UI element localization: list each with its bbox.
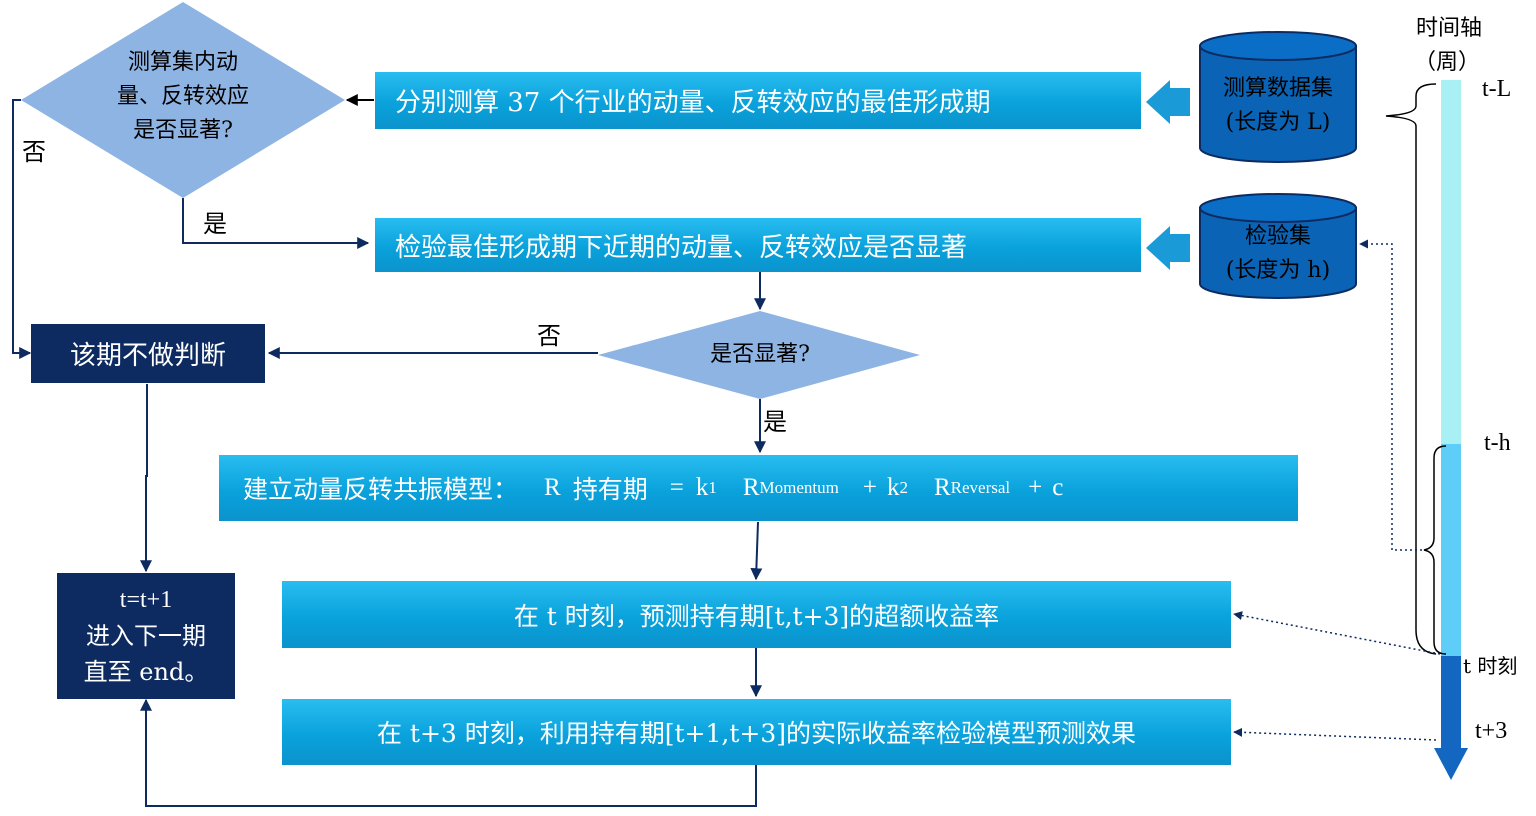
step-validate: 在 t+3 时刻，利用持有期[t+1,t+3]的实际收益率检验模型预测效果	[282, 699, 1231, 765]
timeline-tick-t-plus-3: t+3	[1475, 718, 1508, 744]
arrow-model-to-predict	[750, 521, 763, 581]
branch-label-no-first: 否	[22, 138, 46, 166]
branch-label-yes-first: 是	[203, 210, 227, 238]
block-arrow-test	[1146, 226, 1190, 270]
arrow-decision-no	[12, 99, 32, 359]
step-verify: 检验最佳形成期下近期的动量、反转效应是否显著	[375, 218, 1141, 272]
timeline-axis-label: 时间轴	[1416, 16, 1483, 41]
timeline-tick-t-h: t-h	[1484, 430, 1511, 456]
brace-calc	[1385, 83, 1437, 655]
decision-diamond-second	[598, 311, 920, 399]
brace-test	[1423, 445, 1447, 655]
decision-first-text: 测算集内动 量、反转效应 是否显著?	[116, 50, 249, 143]
timeline-arrowhead	[1434, 748, 1468, 780]
timeline-axis-unit: （周）	[1414, 50, 1481, 75]
decision-diamond-first	[21, 2, 345, 198]
cylinder-calc-dataset	[1199, 31, 1357, 163]
timeline-segment-test	[1441, 444, 1461, 656]
calc-dataset-label: 测算数据集 (长度为 L)	[1222, 76, 1333, 135]
step-measure: 分别测算 37 个行业的动量、反转效应的最佳形成期	[375, 72, 1141, 129]
test-dataset-label: 检验集 (长度为 h)	[1225, 224, 1331, 283]
block-arrow-calc	[1146, 80, 1190, 124]
dotted-link-validate	[1233, 727, 1437, 741]
arrow-loop-back	[140, 698, 757, 807]
decision-second-text: 是否显著?	[710, 342, 810, 367]
branch-label-no-second: 否	[537, 322, 561, 350]
next-period-box: t=t+1 进入下一期 直至 end。	[57, 573, 235, 699]
arrow-decision-yes	[182, 198, 370, 249]
cylinder-test-dataset	[1199, 193, 1357, 299]
dotted-link-test	[1359, 239, 1422, 551]
timeline-tick-t: t 时刻	[1463, 654, 1518, 678]
timeline-tick-t-L: t-L	[1482, 76, 1512, 102]
timeline-segment-future	[1441, 656, 1461, 750]
dotted-link-predict	[1233, 611, 1441, 655]
branch-label-yes-second: 是	[763, 408, 787, 436]
skip-period-box: 该期不做判断	[31, 324, 265, 383]
arrow-skip-to-next	[140, 384, 152, 573]
step-predict: 在 t 时刻，预测持有期[t,t+3]的超额收益率	[282, 581, 1231, 648]
timeline-segment-calc	[1441, 80, 1461, 444]
